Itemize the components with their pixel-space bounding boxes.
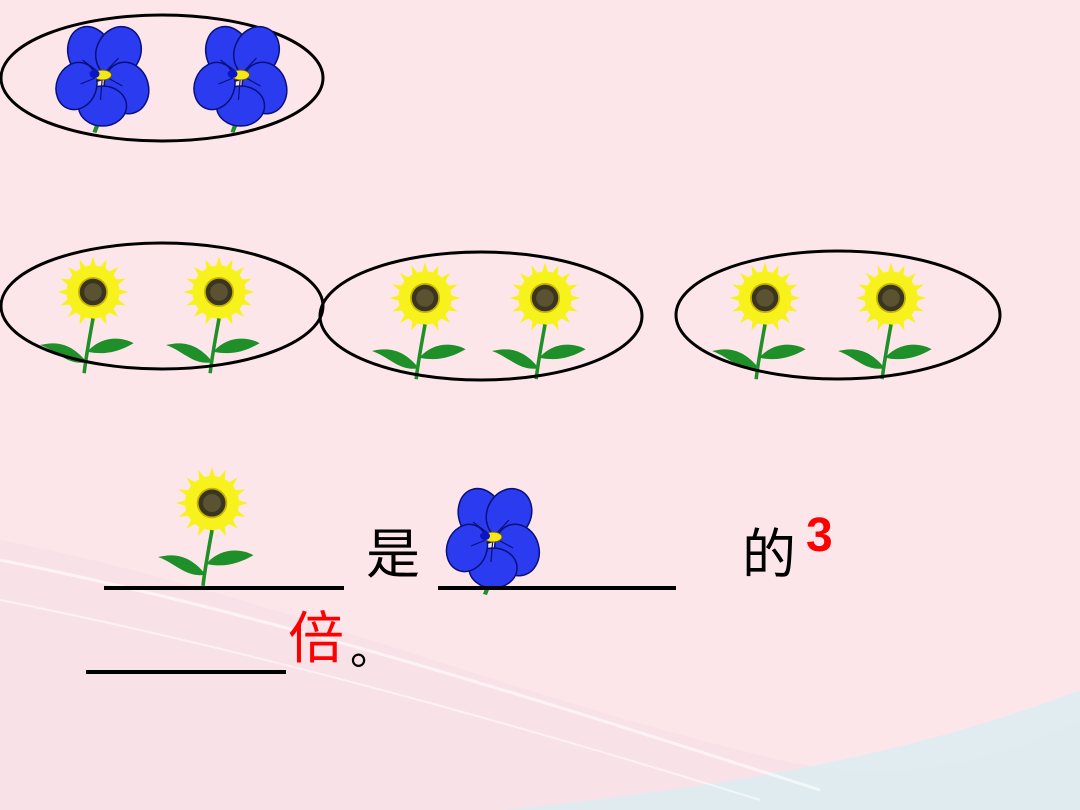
multiple-number: 3 — [806, 509, 833, 562]
sunflower-icon — [40, 254, 136, 376]
blue-flower-icon — [188, 20, 293, 134]
answer-blank-3[interactable] — [86, 670, 286, 674]
word-bei: 倍 — [288, 607, 344, 672]
word-de: 的 — [742, 523, 796, 586]
sunflower-group-1 — [0, 241, 325, 376]
sunflower-group-3 — [674, 249, 1002, 382]
blue-flower-icon — [50, 20, 155, 134]
period: 。 — [350, 624, 394, 675]
word-shi: 是 — [366, 523, 420, 586]
sunflower-icon — [158, 465, 256, 588]
blue-flower-icon — [443, 482, 543, 596]
sunflower-group-2 — [318, 250, 644, 382]
sunflower-icon — [838, 260, 934, 382]
answer-blank-1[interactable] — [104, 586, 344, 590]
sunflower-icon — [372, 260, 468, 382]
answer-blank-2[interactable] — [438, 586, 676, 590]
sunflower-icon — [492, 260, 588, 382]
sunflower-icon — [166, 254, 262, 376]
blue-flower-group — [0, 13, 325, 143]
background-wave — [0, 540, 1080, 810]
